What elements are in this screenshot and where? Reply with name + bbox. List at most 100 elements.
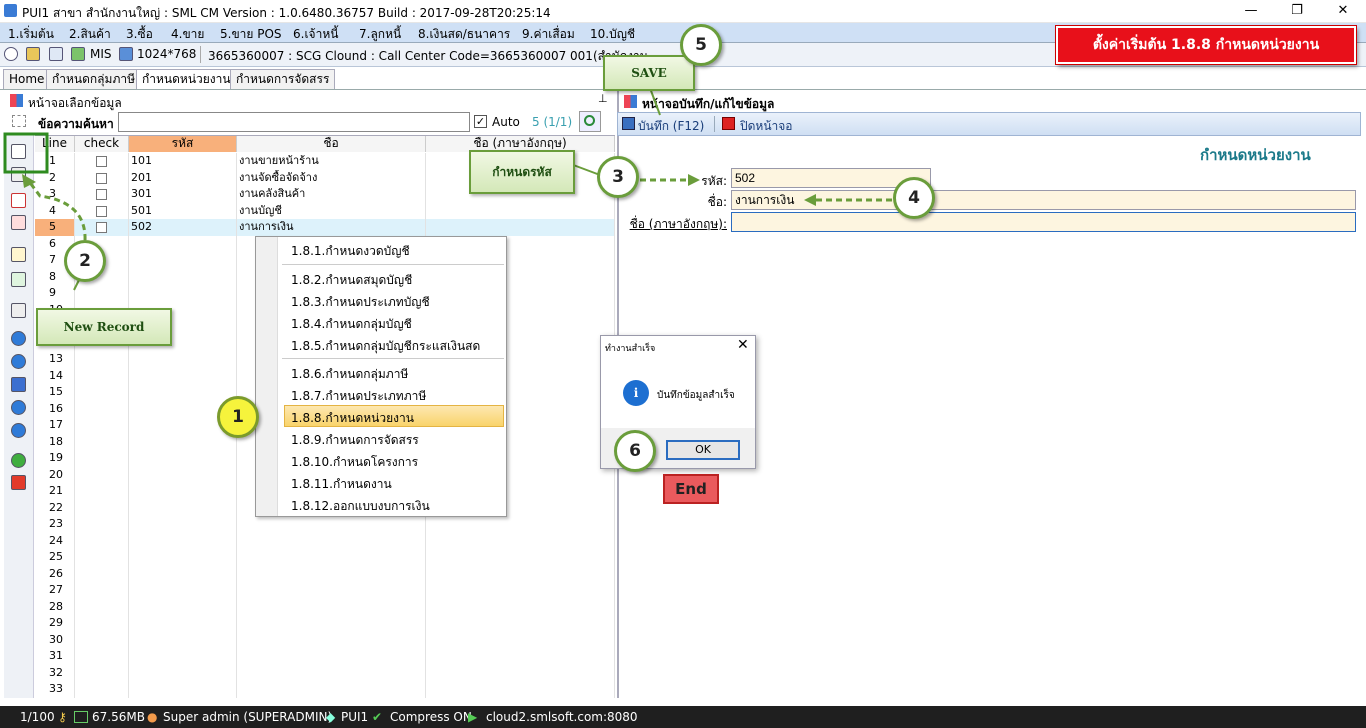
context-menu-item[interactable]: 1.8.9.กำหนดการจัดสรร [291,433,419,447]
close-icon[interactable] [11,475,26,490]
row-code: 101 [129,153,237,170]
filter-icon[interactable] [12,115,26,127]
mis-label[interactable]: MIS [90,47,112,61]
double-chevron-icon[interactable] [11,377,26,392]
forward-icon[interactable] [11,354,26,369]
toolbar-divider [200,46,201,63]
column-check[interactable]: check [75,136,129,152]
save-button[interactable]: บันทึก (F12) [638,119,705,133]
context-menu-item[interactable]: 1.8.4.กำหนดกลุ่มบัญชี [291,317,412,331]
tab-tax-group[interactable]: กำหนดกลุ่มภาษี [46,69,141,89]
context-menu-item[interactable]: 1.8.8.กำหนดหน่วยงาน [291,411,414,425]
table-row[interactable]: 32 [35,664,615,681]
table-row[interactable]: 26 [35,565,615,582]
menu-purchase[interactable]: 3.ซื้อ [126,27,153,41]
context-menu-item[interactable]: 1.8.5.กำหนดกลุ่มบัญชีกระแสเงินสด [291,339,481,353]
end-button[interactable]: End [663,474,719,504]
row-line: 25 [35,549,75,566]
help-icon[interactable] [11,453,26,468]
table-row[interactable]: 29 [35,615,615,632]
row-checkbox[interactable] [96,189,107,200]
row-name [237,532,426,549]
panel-icon[interactable] [26,47,40,61]
row-name [237,565,426,582]
menu-accounting[interactable]: 10.บัญชี [590,27,636,41]
menu-start[interactable]: 1.เริ่มต้น [8,27,54,41]
column-name[interactable]: ชื่อ [237,136,426,152]
row-checkbox[interactable] [96,172,107,184]
context-menu-item[interactable]: 1.8.11.กำหนดงาน [291,477,392,491]
menu-receivables[interactable]: 7.ลูกหนี้ [359,27,402,41]
checklist-icon[interactable] [11,193,26,208]
row-line: 20 [35,466,75,483]
close-form-button[interactable]: ปิดหน้าจอ [740,119,793,133]
step-1-marker: 1 [217,396,259,438]
close-window-button[interactable]: ✕ [1337,3,1349,18]
menu-payables[interactable]: 6.เจ้าหนี้ [293,27,339,41]
row-name [237,516,426,533]
maximize-button[interactable]: ❐ [1291,3,1303,18]
auto-checkbox[interactable]: ✓ [474,115,487,128]
context-menu-item[interactable]: 1.8.12.ออกแบบงบการเงิน [291,499,430,513]
table-row[interactable]: 20 [35,466,615,483]
code-input[interactable] [731,168,931,188]
delete-doc-icon[interactable] [11,215,26,230]
tab-home[interactable]: Home [3,69,51,89]
row-checkbox[interactable] [96,222,107,233]
clock-icon[interactable] [4,47,18,61]
menu-products[interactable]: 2.สินค้า [69,27,111,41]
name-input[interactable] [731,190,1356,210]
table-row[interactable]: 23 [35,516,615,533]
row-code [129,384,237,401]
context-menu-item[interactable]: 1.8.3.กำหนดประเภทบัญชี [291,295,430,309]
menu-sales[interactable]: 4.ขาย [171,27,205,41]
context-menu-item[interactable]: 1.8.6.กำหนดกลุ่มภาษี [291,367,409,381]
new-record-icon[interactable] [11,144,26,159]
ok-button[interactable]: OK [666,440,740,460]
export-icon[interactable] [11,272,26,287]
context-menu-item[interactable]: 1.8.1.กำหนดงวดบัญชี [291,244,410,258]
table-row[interactable]: 33 [35,681,615,698]
lock-icon[interactable] [11,247,26,262]
up-icon[interactable] [11,400,26,415]
pin-icon[interactable]: ⊥ [598,92,608,105]
table-row[interactable]: 31 [35,648,615,665]
row-check-cell [75,681,129,698]
column-name-en[interactable]: ชื่อ (ภาษาอังกฤษ) [426,136,615,152]
table-row[interactable]: 30 [35,631,615,648]
chart-icon[interactable] [71,47,85,61]
row-checkbox[interactable] [96,205,107,217]
table-row[interactable]: 25 [35,549,615,566]
tab-department[interactable]: กำหนดหน่วยงาน [136,69,237,90]
menu-pos[interactable]: 5.ขาย POS [220,27,282,41]
calculator-icon[interactable] [49,47,63,61]
screen-icon[interactable] [119,47,133,61]
row-check-cell [75,202,129,219]
dialog-close-button[interactable]: ✕ [737,337,749,353]
menu-depreciation[interactable]: 9.ค่าเสื่อม [522,27,575,41]
table-row[interactable]: 28 [35,598,615,615]
menu-cash-bank[interactable]: 8.เงินสด/ธนาคาร [418,27,511,41]
back-icon[interactable] [11,331,26,346]
row-check-cell [75,235,129,252]
print-icon[interactable] [11,303,26,318]
minimize-button[interactable]: — [1244,3,1258,18]
row-checkbox[interactable] [96,156,107,167]
context-menu-item[interactable]: 1.8.2.กำหนดสมุดบัญชี [291,273,413,287]
search-input[interactable] [118,112,470,132]
table-row[interactable]: 24 [35,532,615,549]
context-menu-item[interactable]: 1.8.7.กำหนดประเภทภาษี [291,389,427,403]
down-icon[interactable] [11,423,26,438]
context-menu-item[interactable]: 1.8.10.กำหนดโครงการ [291,455,419,469]
tab-allocation[interactable]: กำหนดการจัดสรร [230,69,336,89]
search-button[interactable] [579,111,601,132]
table-row[interactable]: 27 [35,582,615,599]
name-en-input[interactable] [731,212,1356,232]
row-line: 30 [35,631,75,648]
column-code[interactable]: รหัส [129,136,237,152]
